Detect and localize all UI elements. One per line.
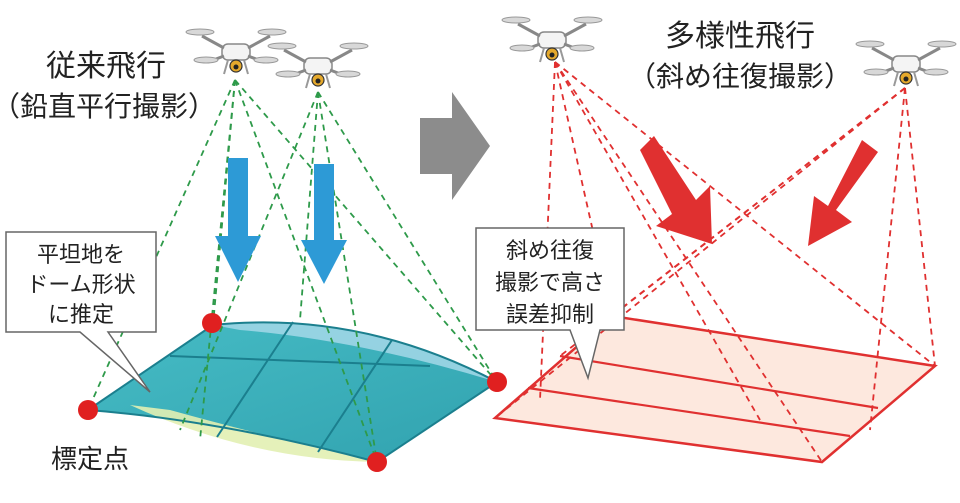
right-subtitle: （斜め往復撮影）	[628, 60, 852, 93]
drone-icon	[266, 41, 370, 90]
blue-down-arrow-2	[301, 164, 347, 284]
control-point-marker	[487, 372, 507, 392]
red-diagonal-arrow-1	[640, 136, 712, 244]
control-point-marker	[78, 400, 98, 420]
control-point-marker	[202, 313, 222, 333]
ground-control-points	[78, 313, 507, 472]
right-callout-line-3: 誤差抑制	[506, 303, 594, 328]
left-callout-line-2: ドーム形状	[26, 273, 135, 298]
right-title: 多様性飛行	[665, 19, 815, 54]
left-callout: 平坦地を ドーム形状 に推定	[5, 231, 157, 393]
blue-down-arrow-1	[215, 158, 261, 282]
drone-icon	[184, 27, 288, 76]
control-point-marker	[367, 452, 387, 472]
right-callout-line-1: 斜め往復	[506, 239, 594, 264]
left-callout-line-1: 平坦地を	[37, 243, 125, 268]
red-diagonal-arrow-2	[808, 140, 878, 246]
left-subtitle: （鉛直平行撮影）	[0, 90, 216, 123]
drone-icon	[854, 39, 958, 88]
estimated-dome-surface	[85, 321, 499, 464]
arrow-right-icon	[420, 92, 490, 200]
right-callout-line-2: 撮影で高さ	[495, 271, 605, 296]
vertical-rays-drone-2	[179, 91, 498, 463]
drone-icon	[500, 15, 604, 64]
flat-surface	[492, 314, 938, 464]
left-callout-line-3: に推定	[48, 303, 114, 328]
right-callout: 斜め往復 撮影で高さ 誤差抑制	[475, 227, 625, 381]
control-point-label: 標定点	[51, 445, 129, 475]
left-title: 従来飛行	[46, 49, 166, 84]
